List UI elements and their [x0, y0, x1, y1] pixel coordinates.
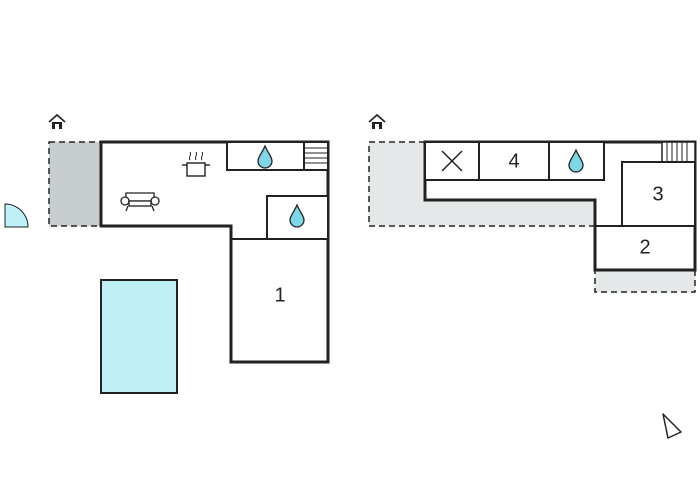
door-icon	[4, 203, 29, 228]
upper-floor: 4 3 2	[368, 113, 697, 439]
stairs-icon	[303, 141, 329, 171]
north-arrow-icon	[662, 413, 682, 439]
house-entrance-icon	[368, 113, 386, 129]
room-1-label: 1	[274, 284, 285, 306]
house-entrance-icon	[48, 113, 66, 129]
room-4-label: 4	[508, 150, 519, 172]
cross-icon	[441, 150, 463, 172]
pool	[100, 279, 178, 394]
room-3-label: 3	[652, 183, 663, 205]
water-drop-icon	[568, 148, 584, 173]
stairs-icon	[661, 141, 696, 163]
lower-balcony	[594, 269, 696, 293]
bedroom-4	[478, 141, 550, 181]
ground-floor: 1	[4, 113, 330, 394]
water-drop-icon	[257, 144, 273, 169]
cooking-pot-icon	[182, 151, 210, 177]
water-drop-icon	[289, 203, 305, 228]
bedroom-3	[621, 161, 696, 227]
terrace	[48, 141, 102, 227]
room-2-label: 2	[639, 236, 650, 258]
sofa-icon	[120, 192, 160, 212]
